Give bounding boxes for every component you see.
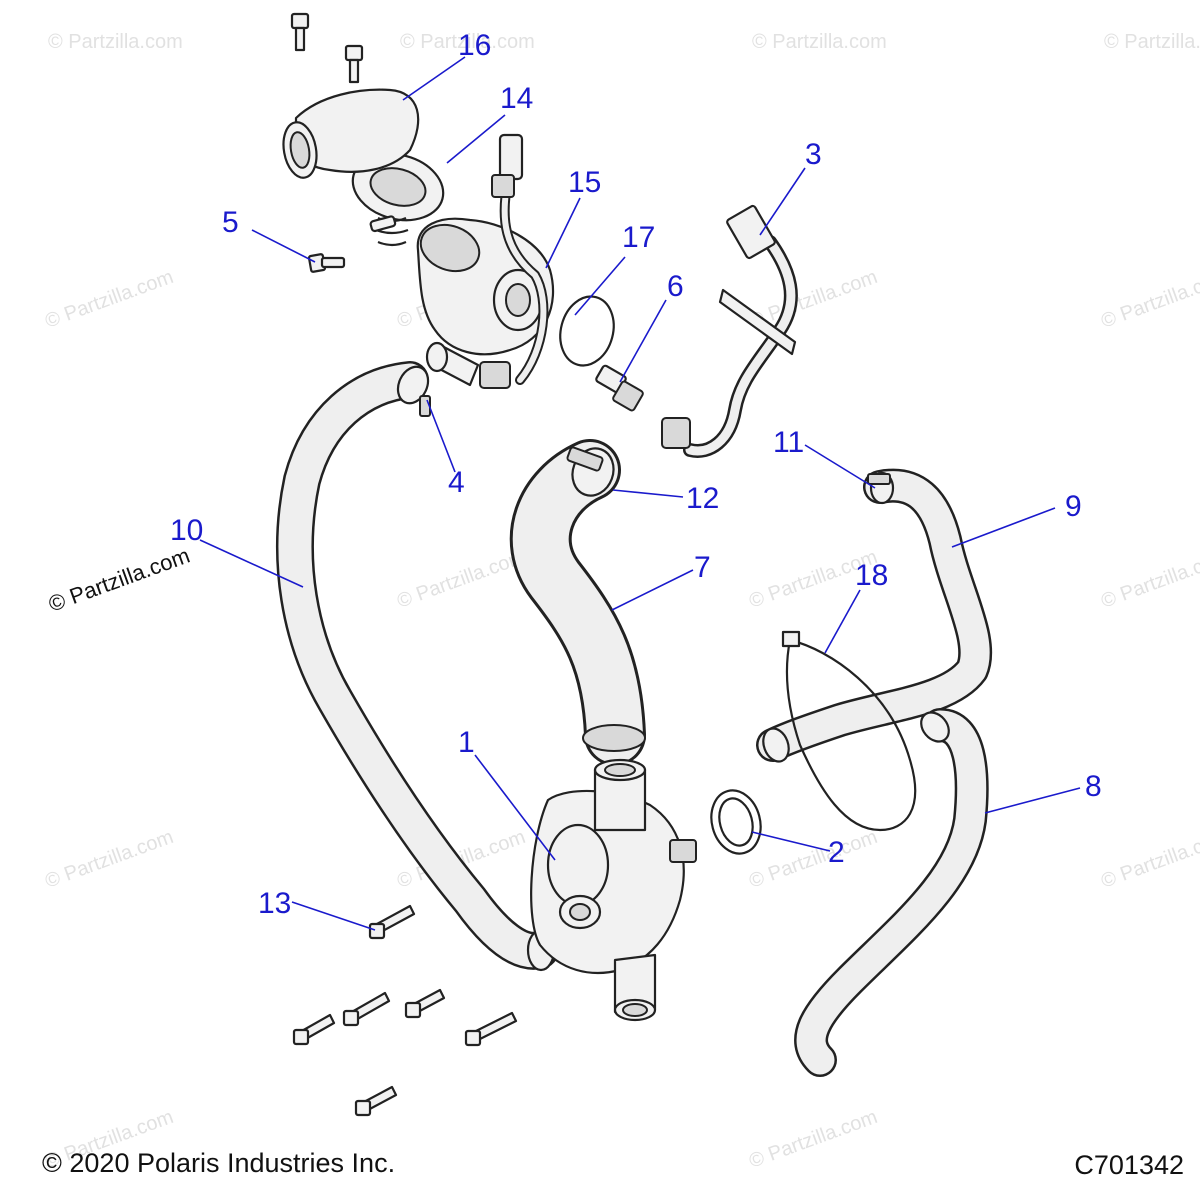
callout-9: 9 xyxy=(1065,490,1082,523)
hose-7 xyxy=(509,439,646,766)
watermark: © Partzilla.com xyxy=(1098,266,1200,333)
watermark: © Partzilla.com xyxy=(752,31,887,53)
callout-16: 16 xyxy=(458,29,491,62)
callout-6: 6 xyxy=(667,270,684,303)
thermostat-14 xyxy=(351,152,445,247)
strap-18 xyxy=(781,630,917,832)
water-pump-1 xyxy=(530,758,697,1022)
callout-labels: 1 2 3 4 5 6 7 8 9 10 11 12 13 14 15 16 1… xyxy=(170,29,1102,920)
watermark: © Partzilla.com xyxy=(42,266,176,333)
callout-2: 2 xyxy=(828,836,845,869)
watermark: © Partzilla.com xyxy=(48,31,183,53)
watermark: © Partzilla.com xyxy=(1098,826,1200,893)
leader-lines xyxy=(199,56,1081,931)
callout-5: 5 xyxy=(222,206,239,239)
callout-13: 13 xyxy=(258,887,291,920)
watermark: © Partzilla.com xyxy=(1098,546,1200,613)
sensor-harness xyxy=(491,133,549,385)
gasket-2 xyxy=(710,789,762,855)
bolts-16 xyxy=(290,12,397,233)
clamp-11 xyxy=(867,473,891,485)
copyright-text: © 2020 Polaris Industries Inc. xyxy=(42,1148,396,1178)
callout-10: 10 xyxy=(170,514,203,547)
callout-8: 8 xyxy=(1085,770,1102,803)
thermostat-cover-16 xyxy=(282,88,420,179)
watermark: © Partzilla.com xyxy=(1104,31,1200,53)
watermark-prominent: © Partzilla.com xyxy=(45,543,193,617)
hose-9 xyxy=(756,468,993,763)
callout-11: 11 xyxy=(773,426,804,459)
bolts-13 xyxy=(292,904,518,1117)
watermark: © Partzilla.com xyxy=(400,31,535,53)
callout-4: 4 xyxy=(448,466,465,499)
watermark: © Partzilla.com xyxy=(42,826,176,893)
o-ring-17 xyxy=(559,295,615,367)
bolt-5 xyxy=(307,253,346,273)
callout-17: 17 xyxy=(622,221,655,254)
hose-8 xyxy=(794,708,989,1077)
callout-18: 18 xyxy=(855,559,888,592)
callout-3: 3 xyxy=(805,138,822,171)
callout-14: 14 xyxy=(500,82,533,115)
figure-id: C701342 xyxy=(1074,1150,1184,1180)
harness-3 xyxy=(661,204,798,458)
watermark: © Partzilla.com xyxy=(746,1106,880,1173)
callout-7: 7 xyxy=(694,551,711,584)
callout-15: 15 xyxy=(568,166,601,199)
callout-1: 1 xyxy=(458,726,475,759)
sensor-6 xyxy=(595,364,644,412)
clamp-12 xyxy=(566,446,604,472)
watermark: © Partzilla.com xyxy=(394,546,528,613)
callout-12: 12 xyxy=(686,482,719,515)
hose-10 xyxy=(276,361,559,972)
